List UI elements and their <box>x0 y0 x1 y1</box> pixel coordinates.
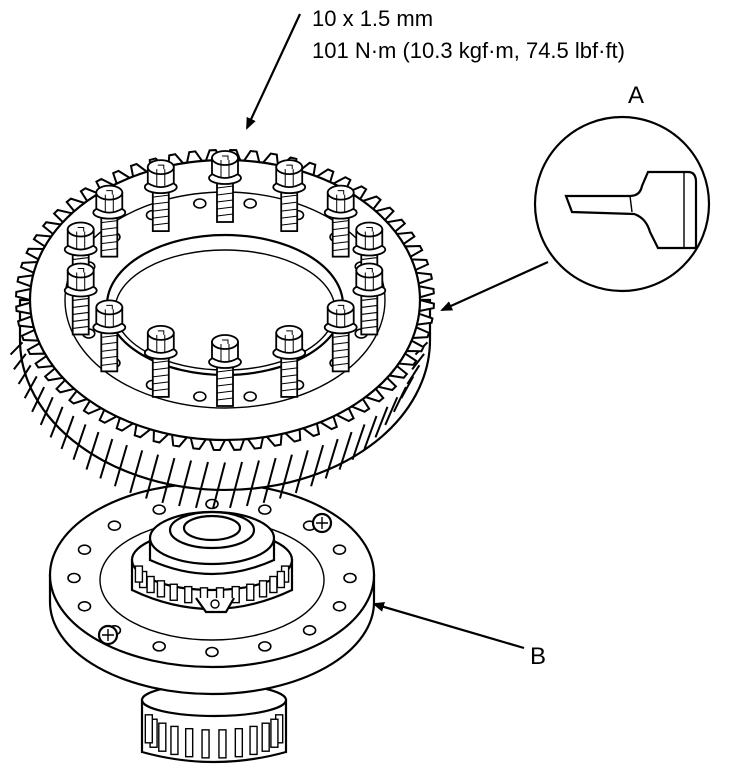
mounting-bolt-icon <box>352 262 387 336</box>
detail-a-label: A <box>628 82 644 109</box>
mounting-bolt-icon <box>272 324 307 398</box>
mounting-bolt-icon <box>92 299 127 373</box>
mounting-bolt-icon <box>323 299 358 373</box>
mounting-bolt-icon <box>92 184 127 258</box>
differential-carrier <box>48 481 376 696</box>
carrier-screw-icon <box>97 624 119 646</box>
torque-spec-label: 101 N·m (10.3 kgf·m, 74.5 lbf·ft) <box>312 38 625 63</box>
mounting-bolt-icon <box>272 159 307 233</box>
mounting-bolt-icon <box>63 262 98 336</box>
bolt-size-label: 10 x 1.5 mm <box>312 6 433 31</box>
mounting-bolt-icon <box>208 334 242 407</box>
spec-leader-arrow <box>246 13 301 130</box>
lower-bearing <box>140 682 288 764</box>
part-b-leader-arrow <box>372 602 525 650</box>
part-b-label: B <box>530 643 546 670</box>
mounting-bolt-icon <box>323 184 358 258</box>
mounting-bolt-icon <box>143 324 178 398</box>
carrier-screw-icon <box>311 512 333 534</box>
detail-a-magnifier: A <box>533 82 711 293</box>
mounting-bolt-icon <box>208 150 242 223</box>
detail-a-leader-arrow <box>440 260 549 312</box>
mounting-bolt-icon <box>143 159 178 233</box>
